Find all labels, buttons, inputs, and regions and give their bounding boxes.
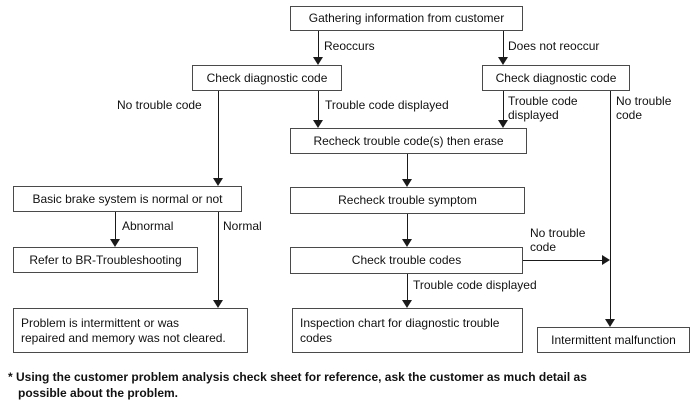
edge-label-no-trouble-code-left: No trouble code — [117, 98, 202, 112]
arrowhead-icon — [313, 57, 323, 65]
connector-gathering-to-check-right — [503, 31, 504, 57]
arrowhead-icon — [110, 239, 120, 247]
connector-gathering-to-check-left — [318, 31, 319, 57]
edge-label-no-trouble-code-far-right: No trouble code — [616, 94, 672, 122]
arrowhead-icon — [313, 120, 323, 128]
node-intermittent-malfunction: Intermittent malfunction — [537, 327, 690, 353]
arrowhead-icon — [213, 178, 223, 186]
connector-no-trouble-to-basic-brake — [218, 91, 219, 178]
arrowhead-icon — [402, 179, 412, 187]
connector-check-left-to-recheck-erase — [318, 91, 319, 120]
edge-label-no-trouble-code-mid-right: No trouble code — [530, 226, 586, 254]
arrowhead-icon — [213, 300, 223, 308]
connector-check-right-to-recheck-erase — [503, 91, 504, 120]
arrowhead-icon — [402, 300, 412, 308]
node-check-diagnostic-code-left: Check diagnostic code — [192, 65, 342, 91]
arrowhead-icon — [498, 57, 508, 65]
node-recheck-trouble-code-erase: Recheck trouble code(s) then erase — [290, 128, 527, 154]
edge-label-reoccurs: Reoccurs — [324, 39, 375, 53]
footnote: * Using the customer problem analysis ch… — [8, 369, 587, 401]
edge-label-does-not-reoccur: Does not reoccur — [508, 39, 600, 53]
footnote-line2: possible about the problem. — [18, 386, 179, 400]
connector-no-trouble-to-intermittent-malfunction — [610, 91, 611, 319]
edge-label-trouble-code-displayed-right: Trouble code displayed — [508, 94, 578, 122]
edge-label-trouble-code-displayed-bottom: Trouble code displayed — [413, 278, 537, 292]
node-gathering-information: Gathering information from customer — [290, 6, 523, 31]
arrowhead-icon — [605, 319, 615, 327]
edge-label-trouble-code-displayed-mid: Trouble code displayed — [325, 98, 449, 112]
connector-symptom-to-check-codes — [407, 214, 408, 239]
arrowhead-icon — [602, 255, 610, 265]
node-check-diagnostic-code-right: Check diagnostic code — [482, 65, 630, 91]
node-basic-brake-system: Basic brake system is normal or not — [13, 186, 242, 212]
connector-recheck-erase-to-symptom — [407, 154, 408, 179]
connector-normal-to-problem-intermittent — [218, 212, 219, 300]
arrowhead-icon — [498, 120, 508, 128]
edge-label-abnormal: Abnormal — [122, 219, 174, 233]
edge-label-normal: Normal — [223, 219, 262, 233]
node-check-trouble-codes: Check trouble codes — [290, 247, 523, 274]
connector-abnormal-to-refer-br — [115, 212, 116, 239]
connector-check-codes-to-right-line — [523, 260, 602, 261]
node-inspection-chart: Inspection chart for diagnostic trouble … — [292, 308, 523, 353]
node-problem-intermittent: Problem is intermittent or was repaired … — [13, 308, 248, 353]
footnote-line1: * Using the customer problem analysis ch… — [8, 370, 587, 384]
node-refer-br-troubleshooting: Refer to BR-Troubleshooting — [13, 247, 198, 273]
connector-check-codes-to-inspection-chart — [407, 274, 408, 300]
arrowhead-icon — [402, 239, 412, 247]
node-recheck-trouble-symptom: Recheck trouble symptom — [290, 187, 525, 214]
